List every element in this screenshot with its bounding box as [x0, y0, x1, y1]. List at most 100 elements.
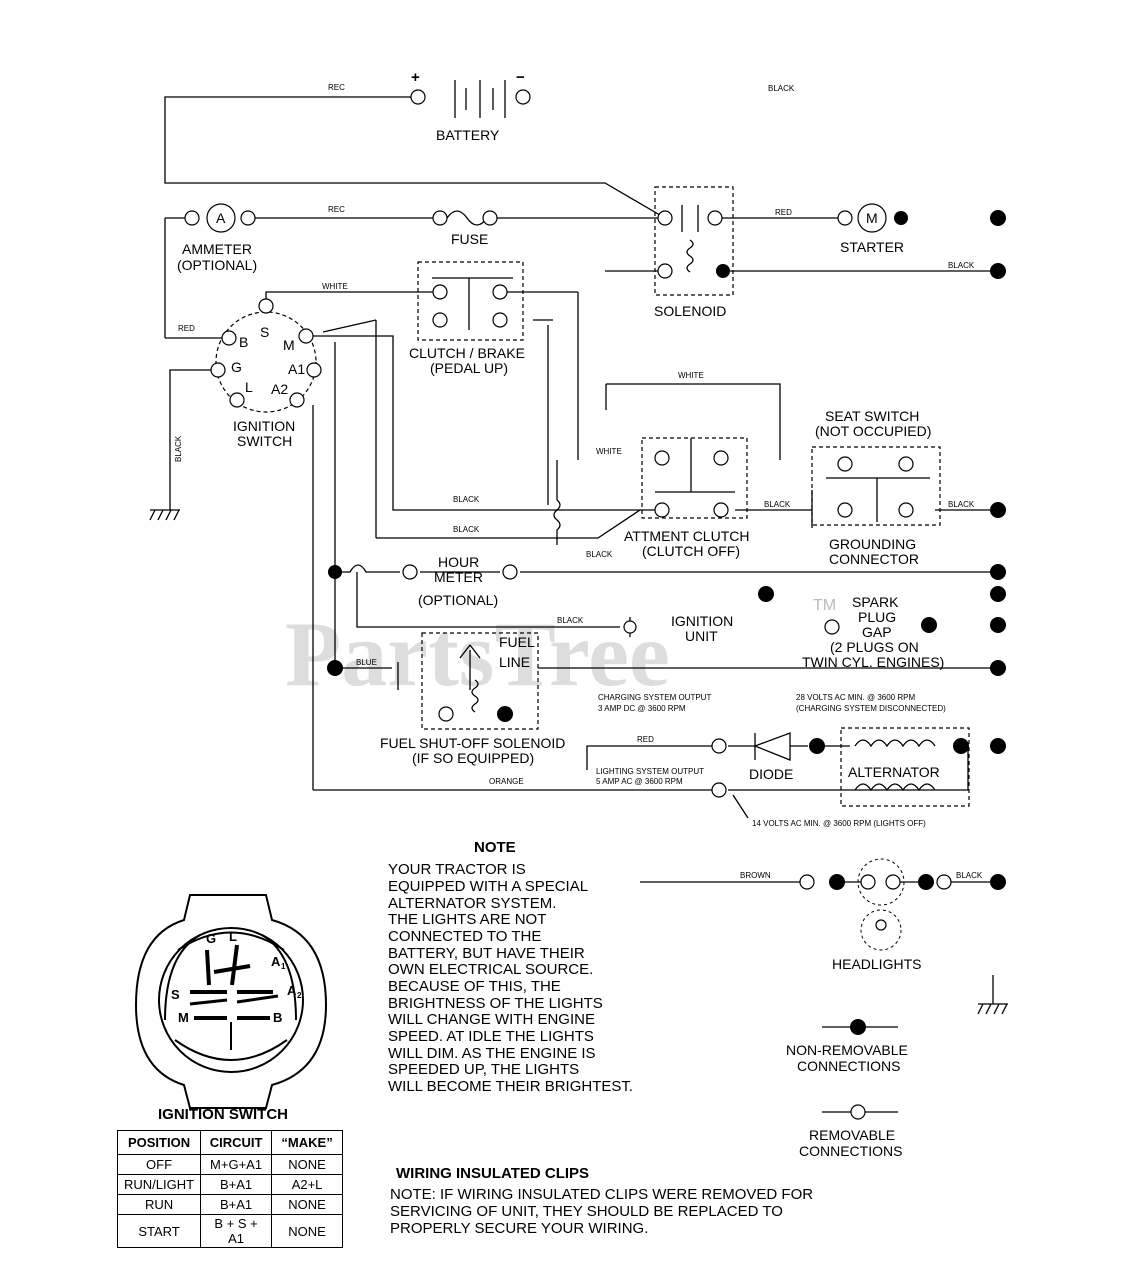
cell-circuit: B+A1	[200, 1194, 273, 1215]
wire-label-black-ground: BLACK	[174, 435, 183, 462]
wire-label-black-top: BLACK	[768, 84, 795, 93]
attment-clutch-switch: ATTMENT CLUTCH (CLUTCH OFF)	[624, 437, 749, 559]
wire-label-red-switch: RED	[178, 324, 195, 333]
wire-label-white-att: WHITE	[596, 447, 622, 456]
hour-meter-optional-label: (OPTIONAL)	[418, 592, 498, 608]
wiring-clips-note: WIRING INSULATED CLIPS NOTE: IF WIRING I…	[390, 1165, 813, 1237]
solenoid-label: SOLENOID	[654, 303, 726, 319]
wire-label-black-seat-left: BLACK	[764, 500, 791, 509]
lighting-output-label-1: LIGHTING SYSTEM OUTPUT	[596, 767, 704, 776]
seat-switch: SEAT SWITCH (NOT OCCUPIED) GROUNDING CON…	[811, 408, 941, 567]
ignition-switch-label-1: IGNITION	[233, 418, 295, 434]
switch-face-m: M	[178, 1010, 189, 1025]
cell-circuit: M+G+A1	[200, 1154, 273, 1175]
cell-make: A2+L	[271, 1174, 344, 1195]
ignition-unit-label-1: IGNITION	[671, 613, 733, 629]
connection-dots	[327, 210, 1006, 1120]
wire-labels: REC BLACK REC RED BLACK WHITE RED BLACK …	[174, 83, 983, 880]
header-circuit: CIRCUIT	[200, 1130, 273, 1155]
clutch-brake-label: CLUTCH / BRAKE	[409, 345, 525, 361]
note-line: WILL BECOME THEIR BRIGHTEST.	[388, 1078, 633, 1095]
table-row: START B + S + A1 NONE	[116, 1214, 344, 1248]
cell-position: OFF	[116, 1154, 202, 1175]
seat-switch-label: SEAT SWITCH	[825, 408, 919, 424]
switch-face-a2-sub: 2	[297, 991, 302, 1000]
switch-face-a2: A	[287, 983, 297, 998]
wire-label-white-clutch: WHITE	[322, 282, 348, 291]
terminal-m: M	[283, 337, 295, 353]
starter-symbol: M	[866, 210, 878, 226]
note-line: SPEEDED UP, THE LIGHTS	[388, 1061, 579, 1078]
wire-label-brown: BROWN	[740, 871, 771, 880]
note-line: BRIGHTNESS OF THE LIGHTS	[388, 995, 603, 1012]
ignition-switch-schematic: S B M G A1 L A2 IGNITION SWITCH	[210, 298, 322, 449]
ammeter-label: AMMETER	[182, 241, 252, 257]
fuel-line-label-2: LINE	[499, 654, 530, 670]
solenoid: SOLENOID	[654, 186, 734, 319]
starter-label: STARTER	[840, 239, 904, 255]
ignition-switch-label-2: SWITCH	[237, 433, 292, 449]
battery-negative-terminal	[515, 89, 531, 105]
grounding-connector-label-1: GROUNDING	[829, 536, 916, 552]
attment-clutch-label: ATTMENT CLUTCH	[624, 528, 749, 544]
wire-label-black-1: BLACK	[453, 495, 480, 504]
wire-label-orange: ORANGE	[489, 777, 524, 786]
battery-positive-terminal	[410, 89, 426, 105]
grounding-connector-label-2: CONNECTOR	[829, 551, 919, 567]
ammeter-optional-label: (OPTIONAL)	[177, 257, 257, 273]
ignition-unit-label-2: UNIT	[685, 628, 718, 644]
attment-clutch-sub-label: (CLUTCH OFF)	[642, 543, 740, 559]
wire-label-red-charge: RED	[637, 735, 654, 744]
wire-label-black-2: BLACK	[453, 525, 480, 534]
cell-make: NONE	[271, 1214, 344, 1248]
cell-circuit: B+A1	[200, 1174, 273, 1195]
legend-removable-2: CONNECTIONS	[799, 1143, 902, 1159]
clips-title: WIRING INSULATED CLIPS	[396, 1165, 589, 1182]
charging-output-label-2: 3 AMP DC @ 3600 RPM	[598, 704, 686, 713]
fuel-shutoff-solenoid: FUEL LINE FUEL SHUT-OFF SOLENOID (IF SO …	[380, 632, 565, 766]
ignition-unit: IGNITION UNIT SPARK PLUG GAP (2 PLUGS ON…	[671, 586, 944, 670]
cell-position: RUN/LIGHT	[116, 1174, 202, 1195]
ac-min-label-1: 28 VOLTS AC MIN. @ 3600 RPM	[796, 693, 915, 702]
headlights-label: HEADLIGHTS	[832, 956, 921, 972]
legend-removable-1: REMOVABLE	[809, 1127, 895, 1143]
ac-min-label-2: (CHARGING SYSTEM DISCONNECTED)	[796, 704, 946, 713]
alternator-label: ALTERNATOR	[848, 764, 940, 780]
cell-position: RUN	[116, 1194, 202, 1215]
note-line: ALTERNATOR SYSTEM.	[388, 895, 556, 912]
note-line: WILL CHANGE WITH ENGINE	[388, 1011, 595, 1028]
ammeter: A AMMETER (OPTIONAL)	[177, 203, 257, 273]
watermark-tm: TM	[813, 597, 836, 614]
wire-label-black-headlight: BLACK	[956, 871, 983, 880]
terminal-s: S	[260, 324, 269, 340]
wire-label-black-seat-right: BLACK	[948, 500, 975, 509]
spark-plug-label-1: SPARK	[852, 594, 899, 610]
note-line: OWN ELECTRICAL SOURCE.	[388, 961, 593, 978]
ammeter-symbol: A	[216, 210, 226, 226]
spark-plug-label-5: TWIN CYL. ENGINES)	[802, 654, 944, 670]
charging-output-label-1: CHARGING SYSTEM OUTPUT	[598, 693, 711, 702]
table-header-row: POSITION CIRCUIT “MAKE”	[116, 1130, 344, 1155]
switch-face-s: S	[171, 987, 180, 1002]
note-line: BATTERY, BUT HAVE THEIR	[388, 945, 585, 962]
wires	[149, 96, 1008, 1113]
note-line: BECAUSE OF THIS, THE	[388, 978, 561, 995]
wire-label-blue: BLUE	[356, 658, 377, 667]
fuse-label: FUSE	[451, 231, 488, 247]
switch-face-a1: A	[271, 954, 281, 969]
wire-label-red-starter: RED	[775, 208, 792, 217]
hour-meter-label-1: HOUR	[438, 554, 479, 570]
note-title: NOTE	[474, 839, 516, 856]
ignition-switch-table: POSITION CIRCUIT “MAKE” OFF M+G+A1 NONE …	[116, 1130, 344, 1248]
spark-plug-label-4: (2 PLUGS ON	[830, 639, 919, 655]
battery-minus-sign: −	[516, 69, 525, 86]
terminal-a2: A2	[271, 381, 288, 397]
hour-meter-label-2: METER	[434, 569, 483, 585]
clips-line: PROPERLY SECURE YOUR WIRING.	[390, 1220, 648, 1237]
fuel-solenoid-sub-label: (IF SO EQUIPPED)	[412, 750, 534, 766]
note-line: THE LIGHTS ARE NOT	[388, 911, 546, 928]
ignition-switch-face: G L A 1 S A 2 M B	[134, 894, 328, 1109]
table-row: RUN B+A1 NONE	[116, 1194, 344, 1215]
hour-meter: HOUR METER (OPTIONAL)	[328, 554, 518, 608]
terminal-g: G	[231, 359, 242, 375]
